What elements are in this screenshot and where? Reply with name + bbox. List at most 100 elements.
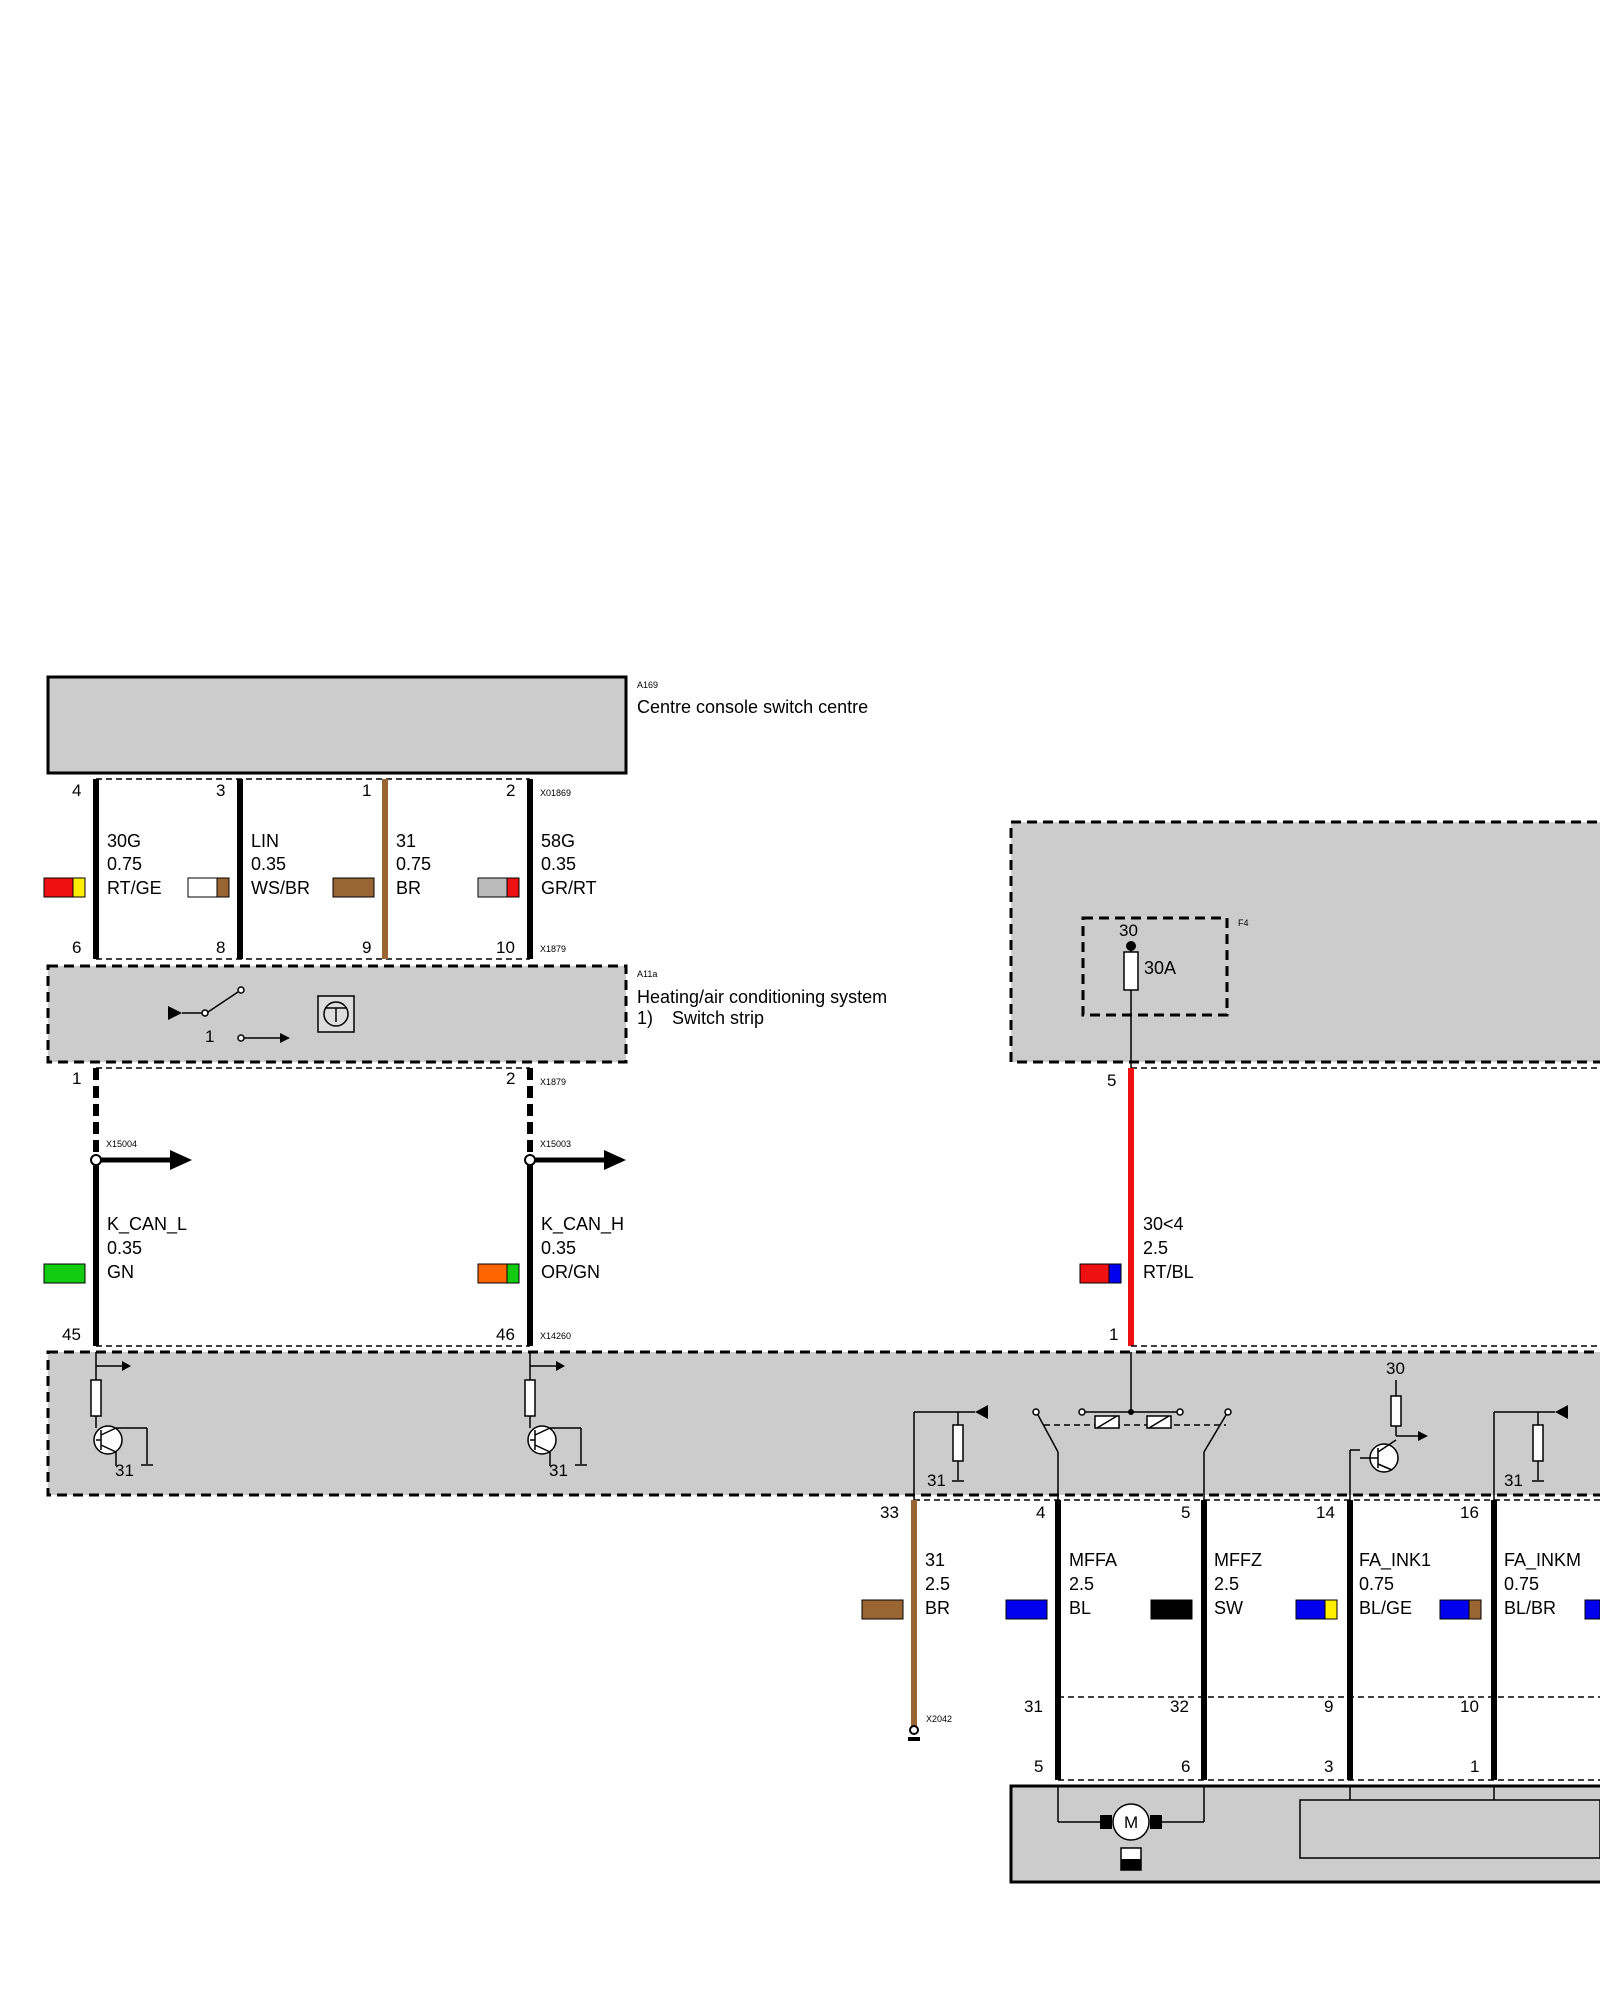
w9-color-swatch (1005, 1599, 1048, 1620)
w1-pin-bottom: 6 (72, 938, 81, 957)
f4-terminal: 30 (1119, 921, 1138, 940)
switch-label: 1 (205, 1027, 214, 1046)
w4-size: 0.35 (541, 854, 576, 874)
w4-pin-top: 2 (506, 781, 515, 800)
w10-pin-bottom: 6 (1181, 1757, 1190, 1776)
w3-signal: 31 (396, 831, 416, 851)
x15003-splice (524, 1150, 626, 1170)
w5-pin-bottom: 45 (62, 1325, 81, 1344)
w3-color-swatch (332, 877, 375, 898)
motor-symbol: M (1124, 1813, 1138, 1832)
w6-pin-bottom: 46 (496, 1325, 515, 1344)
w12-size: 0.75 (1504, 1574, 1539, 1594)
w5-pin-top: 1 (72, 1069, 81, 1088)
w7-label: 30<4 2.5 RT/BL (1143, 1214, 1194, 1282)
motor-module-box (1009, 1784, 1600, 1884)
w3-label: 31 0.75 BR (396, 831, 431, 898)
sensor-icon (317, 995, 355, 1033)
w7-pin-bottom: 1 (1109, 1325, 1118, 1344)
w9-color: BL (1069, 1598, 1091, 1618)
a11a-ref: A11a (637, 969, 657, 979)
w2-label: LIN 0.35 WS/BR (251, 831, 310, 898)
w8-label: 31 2.5 BR (925, 1550, 950, 1618)
a169-ref: A169 (637, 680, 658, 690)
w5-color: GN (107, 1262, 134, 1282)
wire-31-ground (908, 1500, 920, 1741)
w6-size: 0.35 (541, 1238, 576, 1258)
x01869-label: X01869 (540, 788, 571, 798)
w11-signal: FA_INK1 (1359, 1550, 1431, 1571)
w1-color: RT/GE (107, 878, 162, 898)
w11-label: FA_INK1 0.75 BL/GE (1359, 1550, 1431, 1618)
w1-label: 30G 0.75 RT/GE (107, 831, 162, 898)
transistor-driver-14-icon (1349, 1380, 1428, 1500)
w12-signal: FA_INKM (1504, 1550, 1581, 1571)
w3-pin-bottom: 9 (362, 938, 371, 957)
w6-color-swatch (477, 1263, 520, 1284)
transistor-can-h-icon (524, 1352, 587, 1466)
x1879-top-label: X1879 (540, 944, 566, 954)
terminal-30-label: 30 (1386, 1359, 1405, 1378)
gnd-33-label: 31 (927, 1471, 946, 1490)
w12-color-swatch (1439, 1599, 1482, 1620)
x14260-label: X14260 (540, 1331, 571, 1341)
x2042-label: X2042 (926, 1714, 952, 1724)
w6-signal: K_CAN_H (541, 1214, 624, 1235)
w7-color: RT/BL (1143, 1262, 1194, 1282)
a11a-name: Heating/air conditioning system (637, 987, 887, 1007)
w9-size: 2.5 (1069, 1574, 1094, 1594)
main-module-box (46, 1350, 1600, 1497)
fuse-icon (1123, 951, 1139, 991)
w8-size: 2.5 (925, 1574, 950, 1594)
w7-pin-top: 5 (1107, 1071, 1116, 1090)
w2-signal: LIN (251, 831, 279, 851)
w4-color: GR/RT (541, 878, 597, 898)
w10-pin-top: 5 (1181, 1503, 1190, 1522)
w10-pin-mid: 32 (1170, 1697, 1189, 1716)
w7-size: 2.5 (1143, 1238, 1168, 1258)
x15004-splice (90, 1150, 192, 1170)
x15003-label: X15003 (540, 1139, 571, 1149)
w11-pin-mid: 9 (1324, 1697, 1333, 1716)
w6-label: K_CAN_H 0.35 OR/GN (541, 1214, 624, 1282)
w10-signal: MFFZ (1214, 1550, 1262, 1570)
w4-label: 58G 0.35 GR/RT (541, 831, 597, 898)
w9-pin-mid: 31 (1024, 1697, 1043, 1716)
motor-submodule-box (1299, 1799, 1600, 1859)
w5-size: 0.35 (107, 1238, 142, 1258)
a169-module-box (46, 675, 628, 775)
w7-color-swatch (1079, 1263, 1122, 1284)
w8-color-swatch (861, 1599, 904, 1620)
w12-label: FA_INKM 0.75 BL/BR (1504, 1550, 1581, 1618)
w11-pin-top: 14 (1316, 1503, 1335, 1522)
f4-module-box (1009, 820, 1600, 1064)
w2-pin-bottom: 8 (216, 938, 225, 957)
w4-signal: 58G (541, 831, 575, 851)
w1-color-swatch (43, 877, 86, 898)
w7-signal: 30<4 (1143, 1214, 1184, 1234)
w10-color-swatch (1150, 1599, 1193, 1620)
w5-label: K_CAN_L 0.35 GN (107, 1214, 187, 1282)
transistor-can-l-icon (90, 1352, 153, 1466)
w12-pin-top: 16 (1460, 1503, 1479, 1522)
relay-icon (1032, 1352, 1232, 1500)
w10-label: MFFZ 2.5 SW (1214, 1550, 1262, 1618)
w1-signal: 30G (107, 831, 141, 851)
w2-color: WS/BR (251, 878, 310, 898)
w12-pin-mid: 10 (1460, 1697, 1479, 1716)
motor-icon (1057, 1786, 1205, 1871)
a11a-note-text: Switch strip (672, 1008, 764, 1028)
w3-pin-top: 1 (362, 781, 371, 800)
w2-pin-top: 3 (216, 781, 225, 800)
w3-size: 0.75 (396, 854, 431, 874)
w11-size: 0.75 (1359, 1574, 1394, 1594)
w4-pin-bottom: 10 (496, 938, 515, 957)
f4-fuse-box (1081, 916, 1229, 1017)
ground-circuit-16-icon (1493, 1405, 1568, 1500)
w10-size: 2.5 (1214, 1574, 1239, 1594)
w4-color-swatch (477, 877, 520, 898)
w12-pin-bottom: 1 (1470, 1757, 1479, 1776)
gnd-can-l-label: 31 (115, 1461, 134, 1480)
gnd-can-h-label: 31 (549, 1461, 568, 1480)
w1-size: 0.75 (107, 854, 142, 874)
